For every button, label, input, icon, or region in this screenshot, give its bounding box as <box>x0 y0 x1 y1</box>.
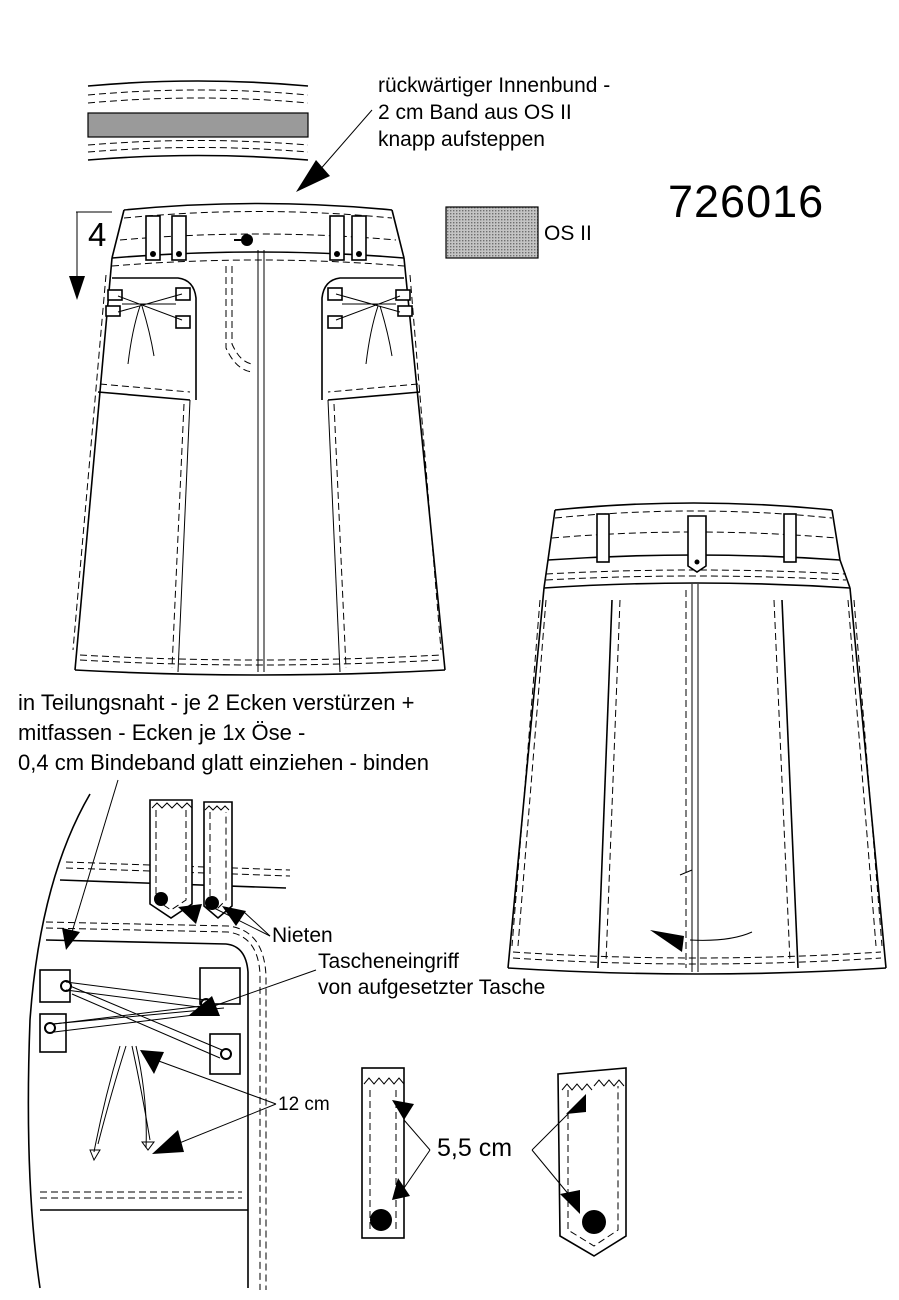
os-ii-swatch <box>445 206 539 259</box>
os-ii-band <box>87 112 309 138</box>
large-loop-detail <box>531 1067 627 1257</box>
small-loop-detail <box>361 1067 431 1239</box>
skirt-front-view <box>72 202 446 676</box>
swatch-label: OS II <box>544 222 592 245</box>
seam-note-line: mitfassen - Ecken je 1x Öse - <box>18 720 306 745</box>
inner-waistband-detail <box>87 80 309 161</box>
skirt-back-view <box>507 502 887 975</box>
length-12cm-label: 12 cm <box>278 1094 330 1115</box>
rivets-label: Nieten <box>272 924 333 947</box>
model-number: 726016 <box>668 176 825 227</box>
seam-note: in Teilungsnaht - je 2 Ecken verstürzen … <box>18 690 429 780</box>
inner-waistband-note: rückwärtiger Innenbund - 2 cm Band aus O… <box>378 74 610 155</box>
pocket-opening-line: Tascheneingriff <box>318 950 459 973</box>
inner-band-leader-arrow <box>296 109 373 192</box>
pocket-opening-label: Tascheneingriff von aufgesetzter Tasche <box>318 950 545 1002</box>
inner-waistband-note-line: knapp aufsteppen <box>378 128 545 151</box>
pocket-lacing-detail <box>27 779 317 1290</box>
inner-waistband-note-line: rückwärtiger Innenbund - <box>378 74 611 97</box>
seam-note-line: in Teilungsnaht - je 2 Ecken verstürzen … <box>18 690 415 715</box>
pocket-opening-line: von aufgesetzter Tasche <box>318 976 546 999</box>
inner-waistband-note-line: 2 cm Band aus OS II <box>378 101 572 124</box>
seam-note-line: 0,4 cm Bindeband glatt einziehen - binde… <box>18 750 429 775</box>
length-5-5cm-label: 5,5 cm <box>437 1134 513 1162</box>
scale-label: 4 <box>88 216 107 253</box>
scale-bracket <box>69 211 112 300</box>
